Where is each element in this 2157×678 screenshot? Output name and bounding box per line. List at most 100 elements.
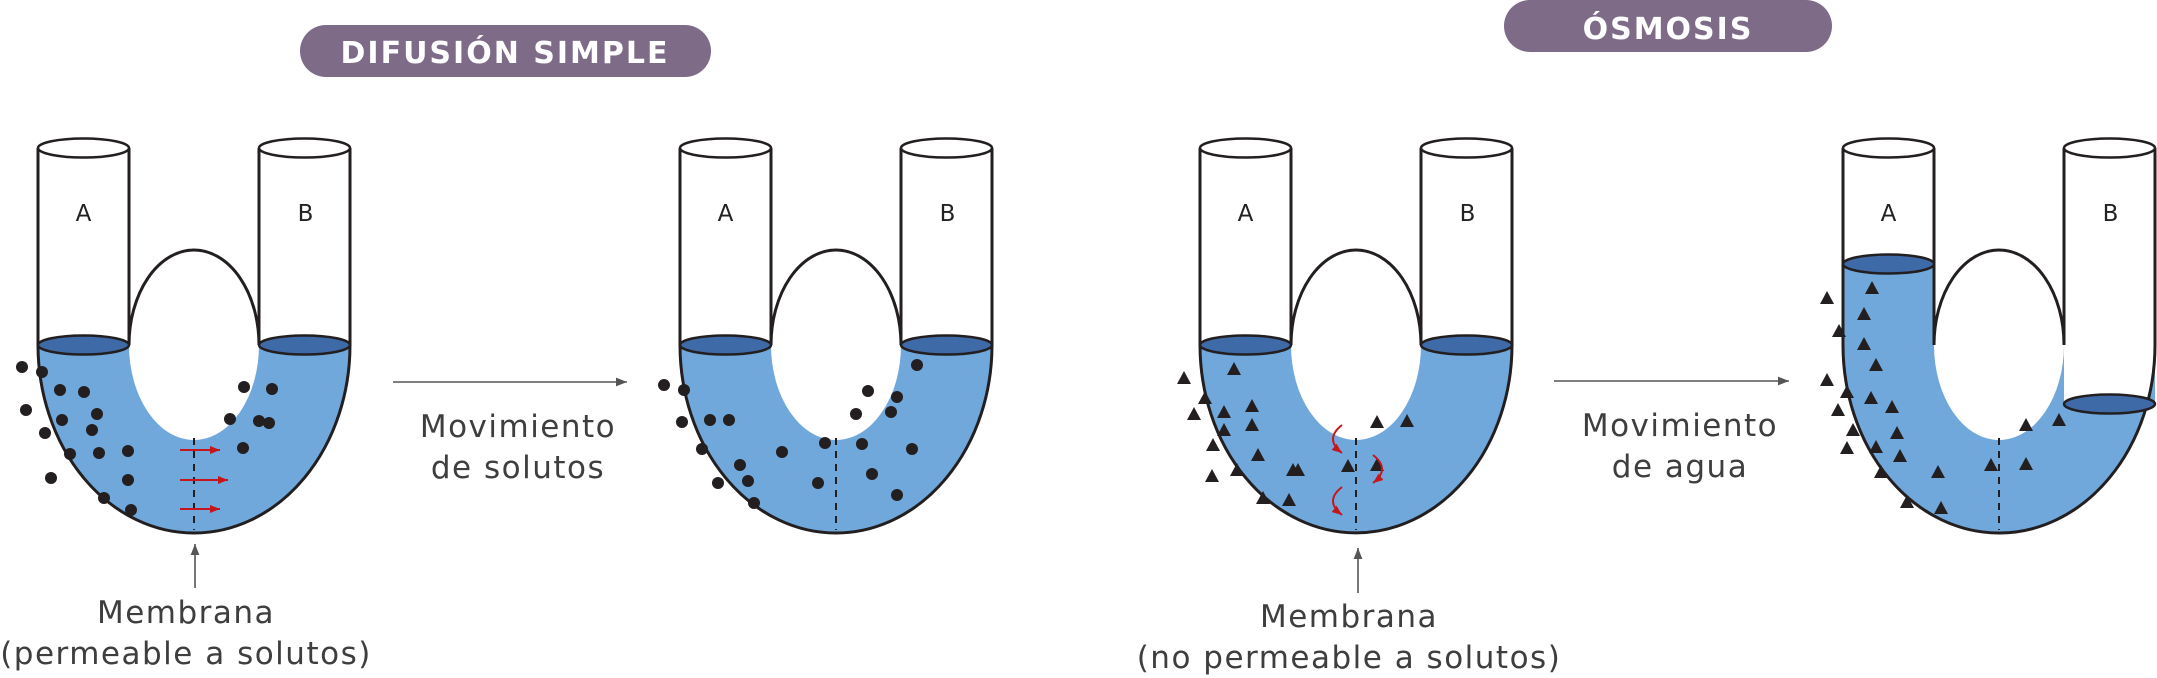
solute-particle	[1934, 501, 1948, 514]
tube-label-a: A	[76, 201, 92, 227]
solute-particle	[1984, 458, 1998, 471]
solute-particle	[1840, 441, 1854, 454]
solute-particle	[1205, 469, 1219, 482]
tube-label-a: A	[1238, 201, 1254, 227]
solute-particle	[1282, 493, 1296, 506]
tube-rim-b	[2062, 137, 2157, 159]
solute-particle	[1931, 465, 1945, 478]
solute-particle	[885, 406, 897, 418]
liquid-surface-a	[678, 334, 773, 356]
solute-particle	[1187, 407, 1201, 420]
solute-particle	[1251, 448, 1265, 461]
water	[1200, 345, 1512, 533]
diffusion-title-badge: DIFUSIÓN SIMPLE	[300, 25, 711, 77]
solute-particle	[911, 359, 923, 371]
water-flow-arrow	[1331, 486, 1343, 516]
solute-particle	[266, 383, 278, 395]
solute-particle	[1177, 371, 1191, 384]
water-movement-label-2: de agua	[1612, 449, 1748, 485]
solute-particle	[45, 472, 57, 484]
liquid-surface-b	[1419, 334, 1514, 356]
solute-particle	[676, 416, 688, 428]
solute-particle	[906, 443, 918, 455]
solute-particle	[39, 427, 51, 439]
water-flow-arrow	[1331, 424, 1343, 454]
solute-particle	[1286, 463, 1300, 476]
membrane-caption-2: (permeable a solutos)	[0, 636, 372, 672]
solute-particle	[1206, 438, 1220, 451]
solute-particle	[704, 414, 716, 426]
diffusion-title: DIFUSIÓN SIMPLE	[341, 34, 670, 71]
tube-rim-b	[1419, 137, 1514, 159]
solute-particle	[891, 489, 903, 501]
solute-particle	[2052, 413, 2066, 426]
solute-particle	[54, 384, 66, 396]
solute-particle	[1893, 449, 1907, 462]
solute-particle	[819, 437, 831, 449]
tube-wall	[678, 148, 994, 535]
solute-particle	[1857, 307, 1871, 320]
solute-particle	[856, 438, 868, 450]
membrane-caption-1: Membrana	[97, 595, 275, 631]
solute-particle	[723, 414, 735, 426]
liquid-surface-b	[257, 334, 352, 356]
solute-particle	[122, 474, 134, 486]
solute-particle	[2019, 457, 2033, 470]
tube-label-b: B	[1460, 201, 1476, 227]
tube-label-b: B	[2103, 201, 2119, 227]
solute-particle	[1370, 458, 1384, 471]
liquid-surface-b	[899, 334, 994, 356]
solute-particle	[1865, 281, 1879, 294]
tube-label-a: A	[718, 201, 734, 227]
solute-particle	[1864, 391, 1878, 404]
solute-particle	[812, 477, 824, 489]
solute-movement-label-2: de solutos	[431, 450, 605, 486]
water-movement-label-1: Movimiento	[1582, 408, 1778, 444]
tube-label-b: B	[298, 201, 314, 227]
solute-particle	[238, 381, 250, 393]
solute-particle	[253, 415, 265, 427]
solute-particle	[1820, 373, 1834, 386]
solute-particle	[1217, 423, 1231, 436]
solute-movement-label-1: Movimiento	[420, 409, 616, 445]
tube-rim-b	[257, 137, 352, 159]
solute-particle	[56, 414, 68, 426]
solute-particle	[850, 408, 862, 420]
osmosis-title: ÓSMOSIS	[1583, 10, 1754, 47]
solute-particle	[78, 386, 90, 398]
solute-particle	[1869, 440, 1883, 453]
tube-rim-a	[1841, 137, 1936, 159]
solute-particle	[1217, 405, 1231, 418]
solute-particle	[1857, 337, 1871, 350]
solute-particle	[1400, 414, 1414, 427]
water	[1843, 264, 2155, 533]
solute-particle	[91, 408, 103, 420]
liquid-surface-a	[36, 334, 131, 356]
solute-particle	[862, 385, 874, 397]
tube-label-a: A	[1881, 201, 1897, 227]
solute-particle	[712, 477, 724, 489]
solute-particle	[1227, 362, 1241, 375]
tube-rim-a	[1198, 137, 1293, 159]
membrane-caption-osmosis-2: (no permeable a solutos)	[1137, 640, 1562, 676]
solute-particle	[125, 504, 137, 516]
solute-particle	[742, 475, 754, 487]
solute-particle	[122, 445, 134, 457]
solute-particle	[1245, 418, 1259, 431]
tube-rim-b	[899, 137, 994, 159]
tube-label-b: B	[940, 201, 956, 227]
solute-particle	[86, 424, 98, 436]
membrane-caption-osmosis-1: Membrana	[1260, 599, 1438, 635]
liquid-surface-b	[2062, 393, 2157, 415]
solute-particle	[1890, 426, 1904, 439]
tube-rim-a	[678, 137, 773, 159]
solute-particle	[1341, 459, 1355, 472]
water-flow-arrow	[1372, 454, 1384, 484]
tube-wall	[36, 148, 352, 535]
tube-wall	[1198, 148, 1514, 535]
solute-particle	[1831, 403, 1845, 416]
